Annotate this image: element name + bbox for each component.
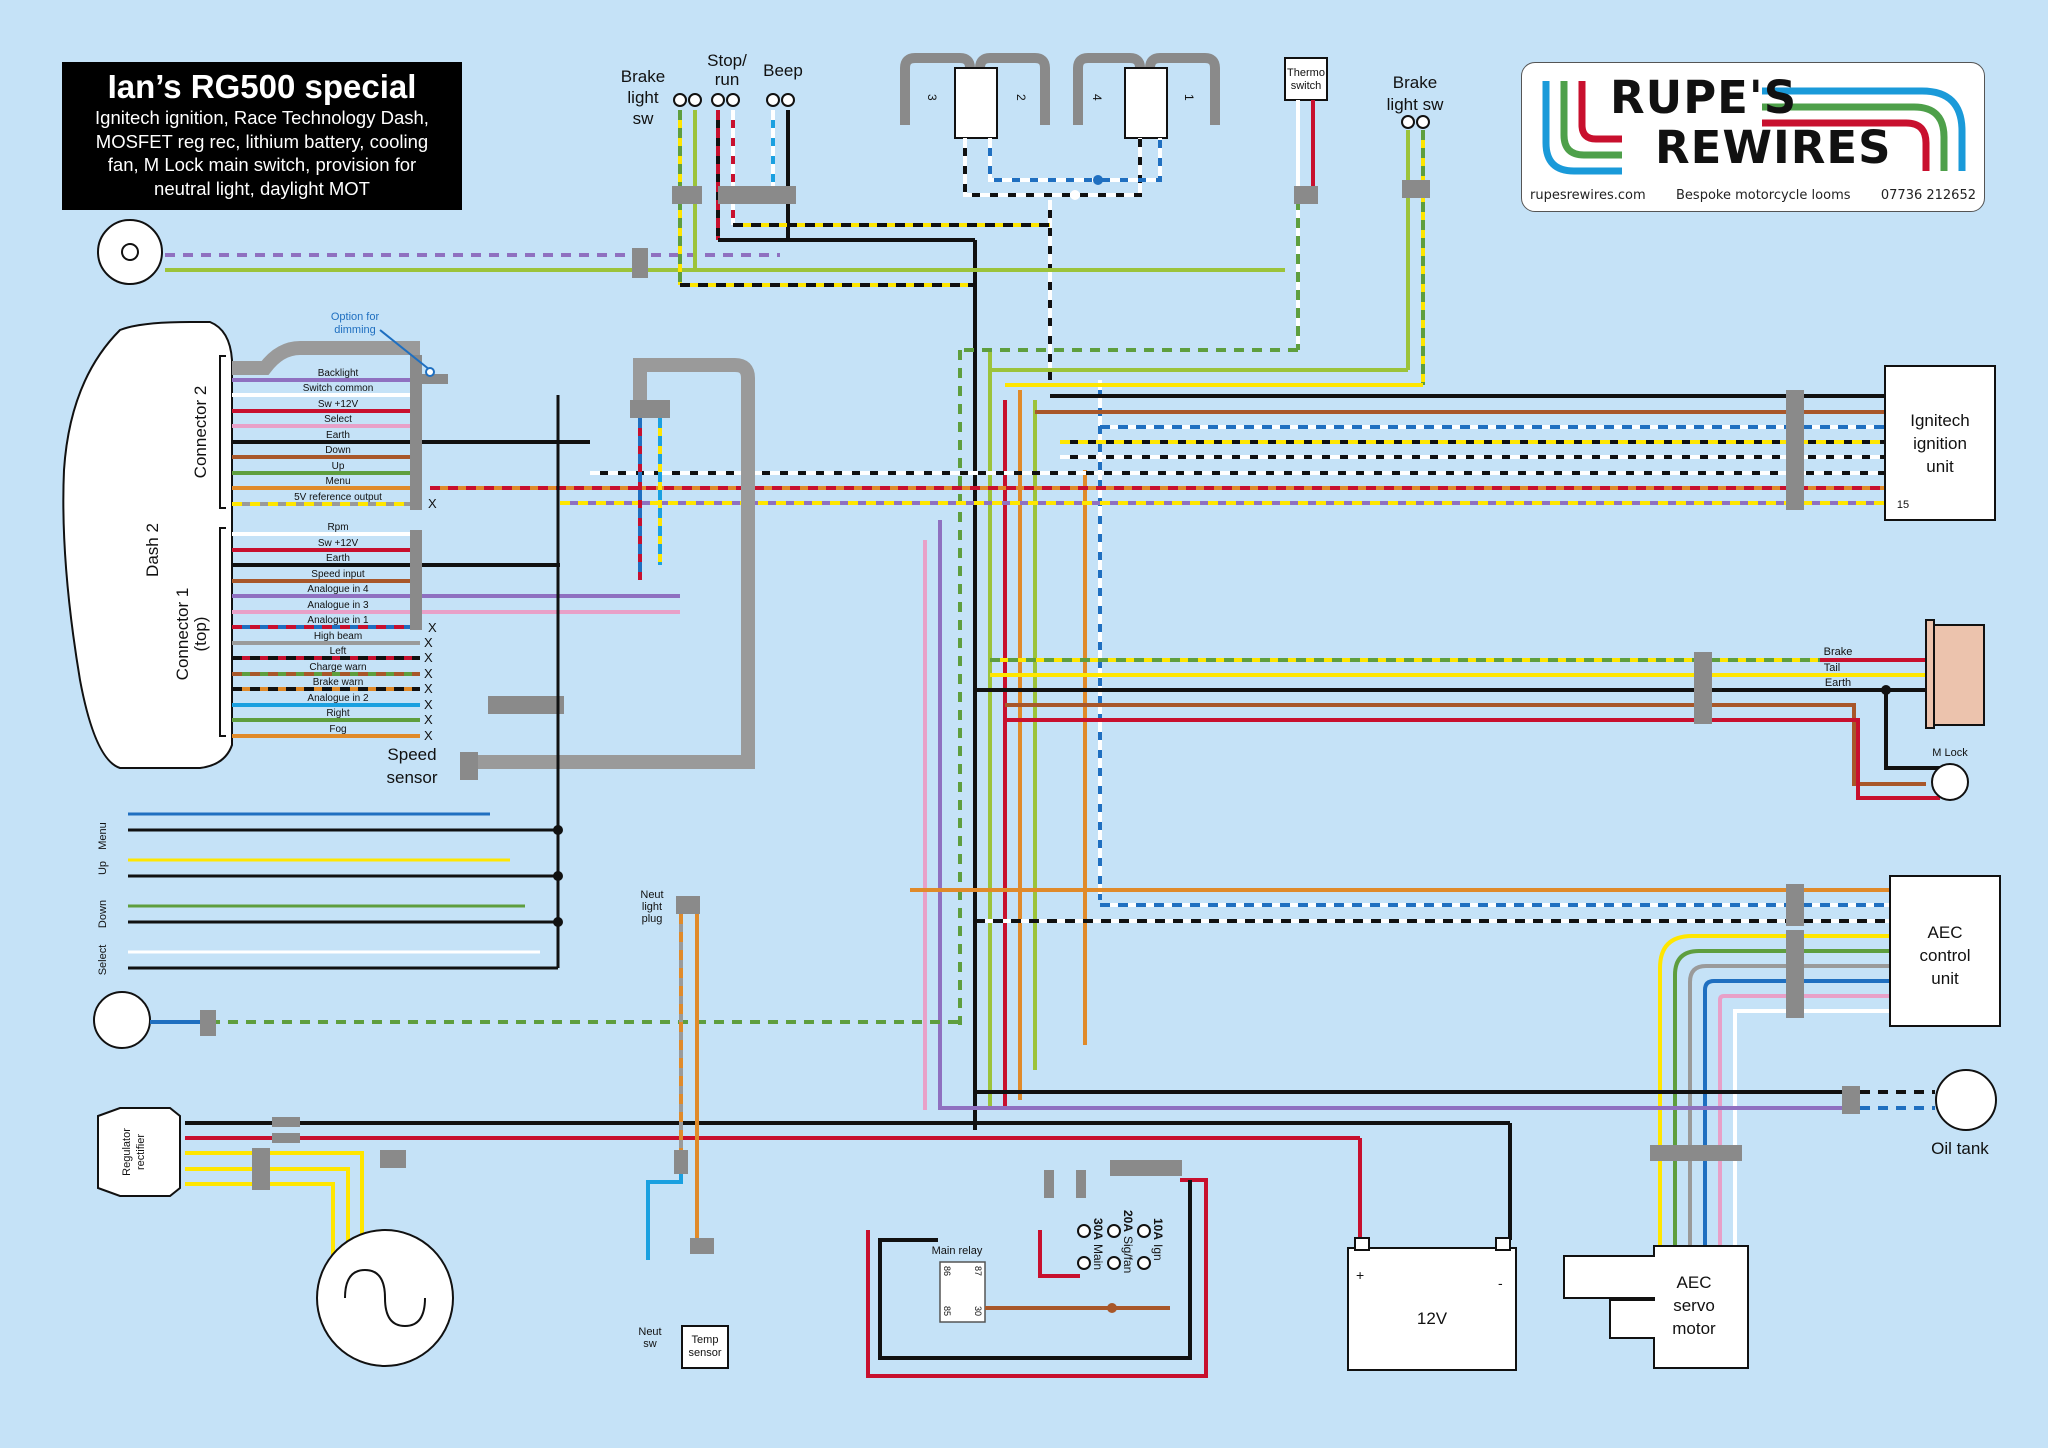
coil-1	[954, 67, 998, 139]
main-loom	[923, 200, 1102, 1130]
temp-sensor	[681, 1325, 729, 1369]
subtitle-line: neutral light, daylight MOT	[154, 177, 370, 199]
connector2-plug	[410, 355, 422, 510]
dash-backlight-sleeve	[232, 341, 420, 375]
dash-button-wires	[128, 395, 563, 970]
ignitech-wires	[430, 394, 1885, 505]
subtitle-line: fan, M Lock main switch, provision for	[107, 154, 417, 175]
logo-line1: RUPE'S	[1610, 71, 1798, 124]
aec-wires	[910, 888, 1890, 1245]
tail-light-lens	[1925, 619, 1935, 729]
neut-light-plug	[676, 896, 700, 914]
main-relay	[939, 1261, 986, 1323]
rupes-rewires-logo: RUPE'S REWIRES rupesrewires.com Bespoke …	[1521, 62, 1985, 212]
m-lock-switch	[1931, 763, 1969, 801]
rear-loom-plug	[1694, 652, 1712, 724]
ignitech-unit	[1884, 365, 1996, 521]
dimming-point-icon	[425, 367, 435, 377]
logo-phone: 07736 212652	[1880, 188, 1976, 203]
logo-website[interactable]: rupesrewires.com	[1530, 188, 1646, 203]
ignition-coils	[900, 53, 1220, 200]
title-box: Ian’s RG500 special Ignitech ignition, R…	[62, 62, 462, 210]
aec-control-unit	[1889, 875, 2001, 1027]
thermo-switch	[1284, 57, 1328, 101]
connector2-wires	[232, 378, 590, 506]
aec-plug	[1786, 930, 1804, 1018]
oil-tank	[1935, 1069, 1997, 1131]
subtitle-line: MOSFET reg rec, lithium battery, cooling	[95, 130, 429, 152]
ignitech-plug	[1786, 390, 1804, 510]
battery	[1347, 1247, 1517, 1371]
subtitle-line: Ignitech ignition, Race Technology Dash,	[95, 107, 429, 128]
connector1-wires	[232, 532, 680, 738]
aec-servo-motor	[1563, 1245, 1749, 1369]
logo-stripes-icon	[1542, 81, 1966, 175]
logo-line2: REWIRES	[1655, 121, 1892, 174]
connector1-plug	[410, 530, 422, 630]
dimming-plug	[420, 374, 448, 384]
diagram-title: Ian’s RG500 special	[107, 68, 417, 105]
cooling-fan	[93, 991, 151, 1049]
tail-light	[1933, 624, 1985, 726]
coil-2	[1124, 67, 1168, 139]
tail-wires	[975, 658, 1940, 800]
dash-body	[62, 321, 233, 769]
regulator-rectifier	[97, 1107, 181, 1197]
logo-tagline: Bespoke motorcycle looms	[1676, 188, 1851, 203]
